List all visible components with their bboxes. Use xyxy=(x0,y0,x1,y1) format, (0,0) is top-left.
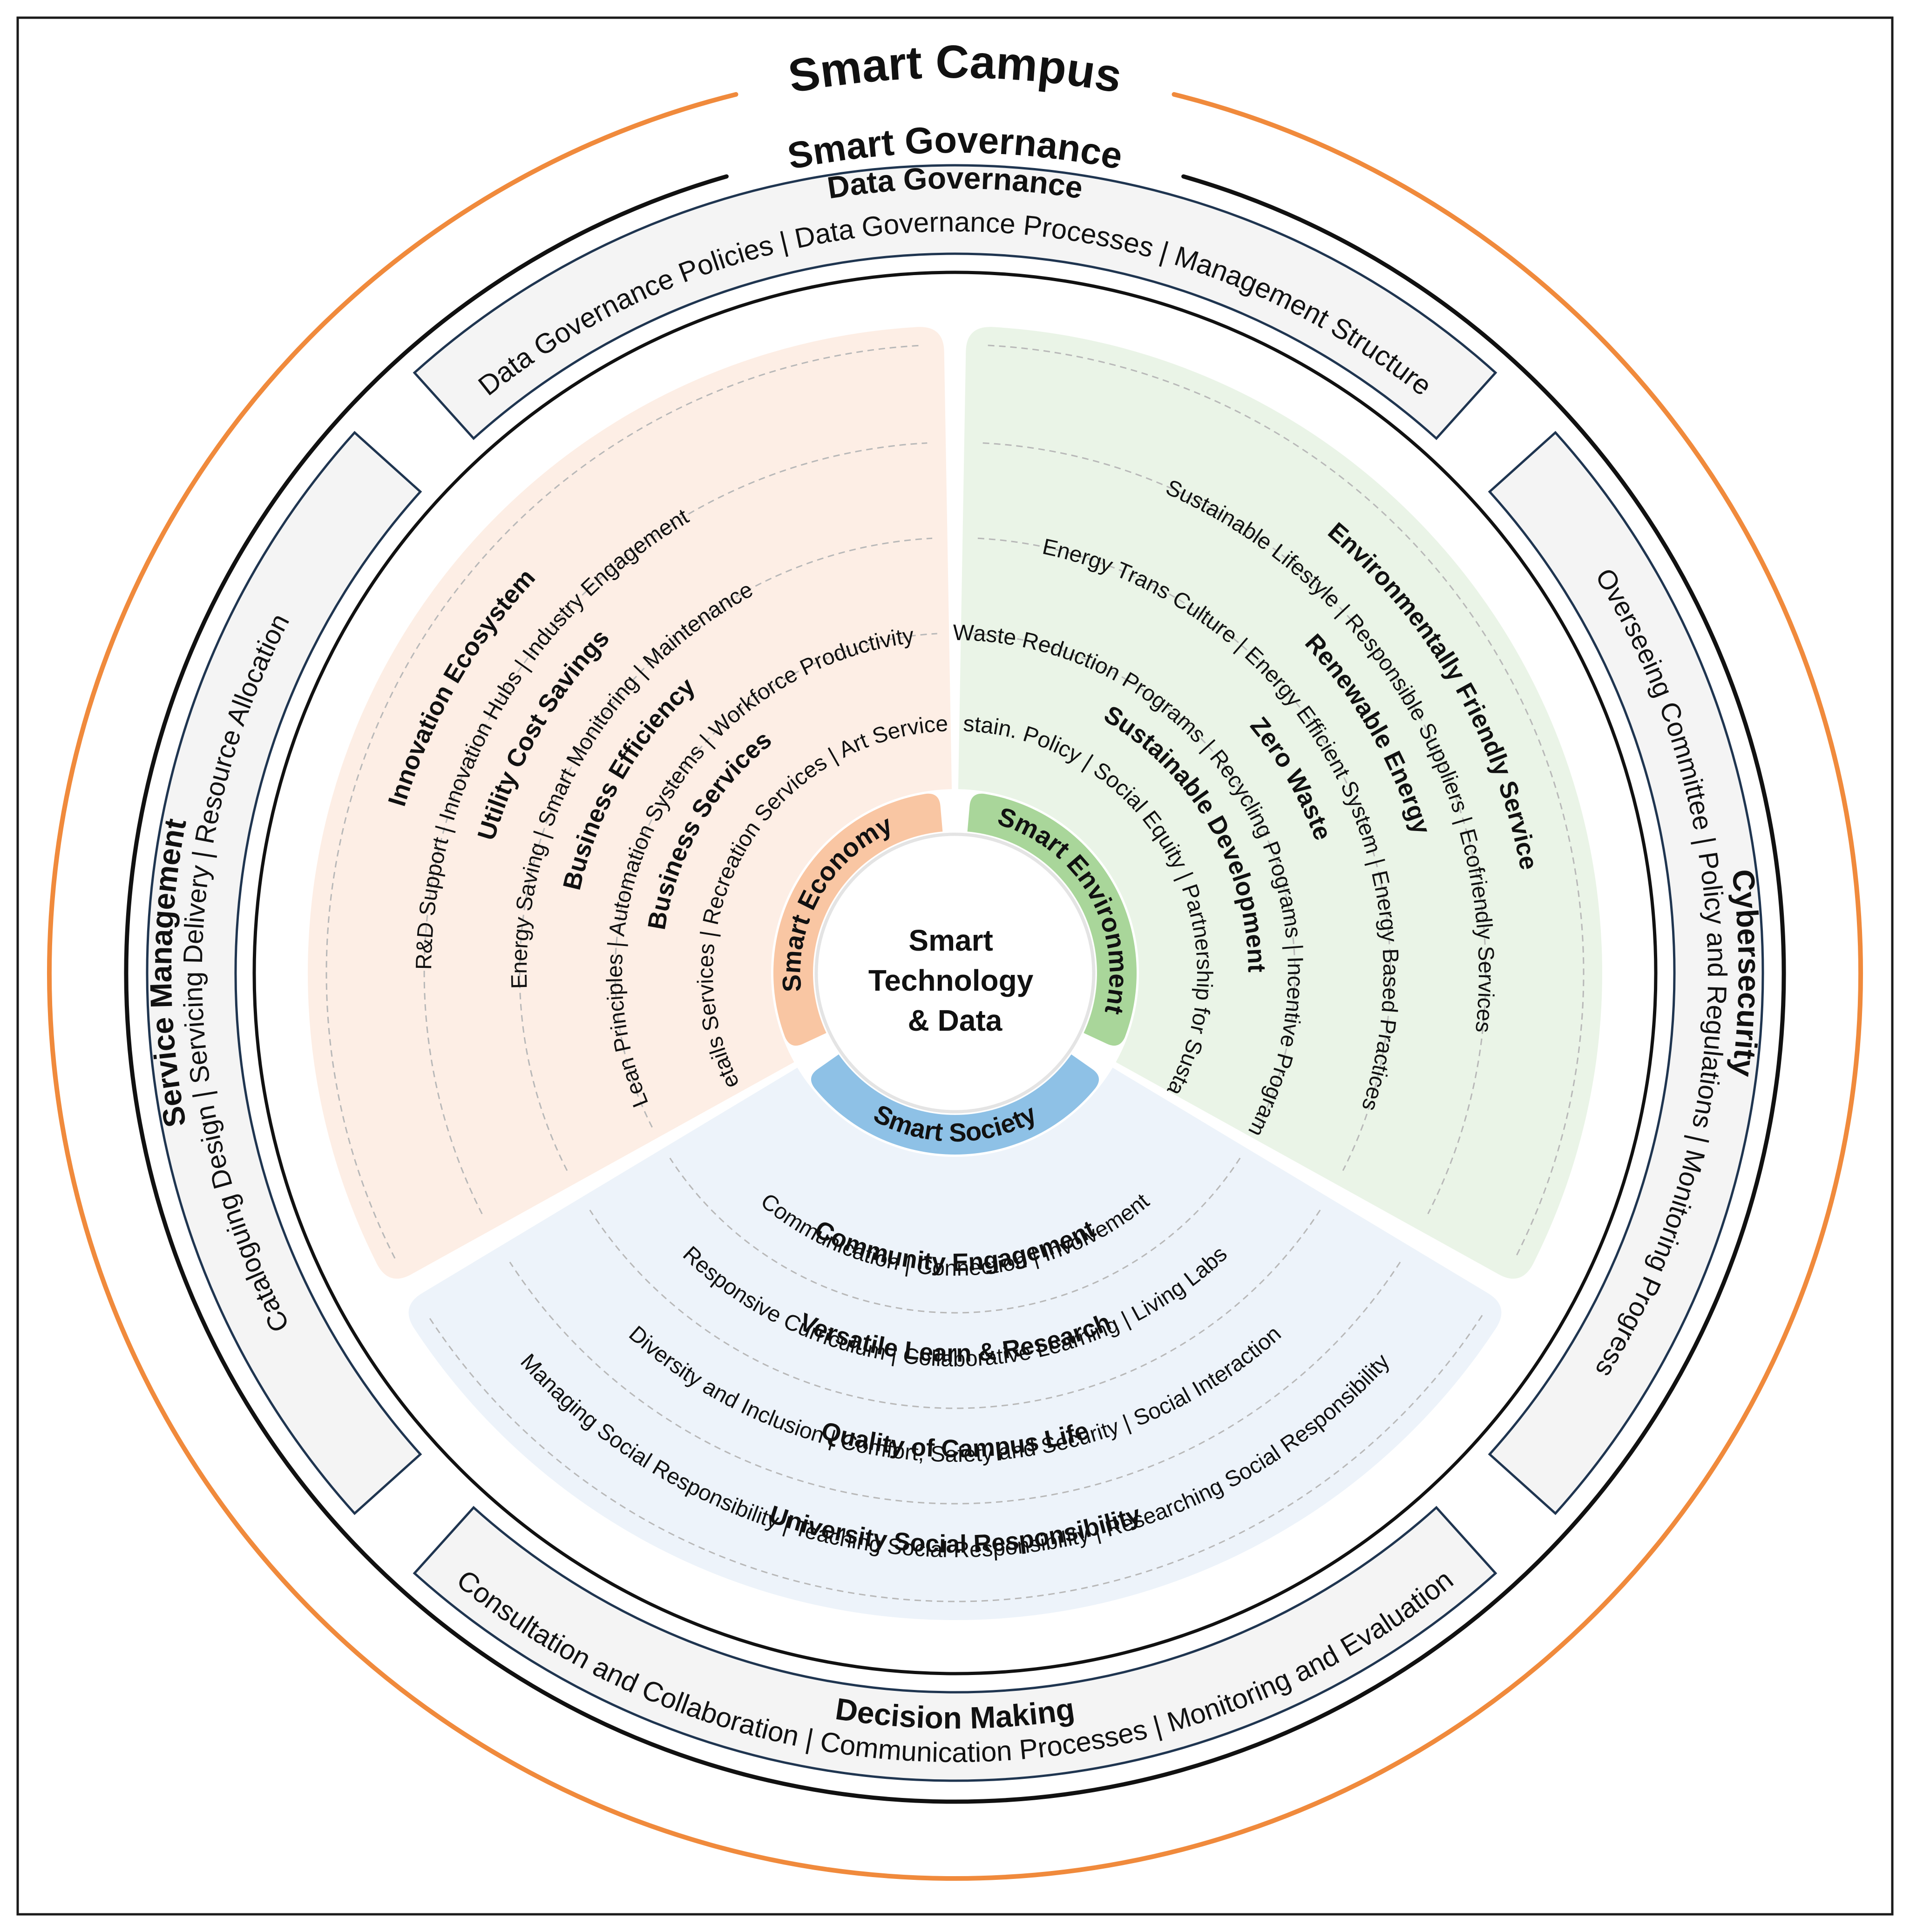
ring-divider xyxy=(973,633,1296,1128)
ring-divider xyxy=(427,1315,1483,1602)
ring-divider xyxy=(519,537,933,1171)
panel-decision-making-shape xyxy=(413,1506,1497,1782)
ring-divider xyxy=(509,1262,1401,1505)
separator: | xyxy=(1281,937,1307,958)
ring-divider xyxy=(325,345,922,1259)
separator: | xyxy=(897,1251,919,1278)
ring-divider xyxy=(982,442,1487,1215)
separator: | xyxy=(1689,827,1722,854)
panel-cybersecurity-shape xyxy=(1488,431,1764,1515)
cybersecurity-title-text: Cybersecurity xyxy=(1726,867,1767,1079)
center-disc xyxy=(814,832,1096,1114)
separator: | xyxy=(603,935,629,954)
ring-divider xyxy=(589,1209,1321,1409)
pillar-environment-sector xyxy=(958,327,1602,1279)
ring-divider xyxy=(614,633,937,1128)
smart-campus-ring xyxy=(47,92,1863,1881)
ring-divider xyxy=(988,345,1585,1259)
pillar-economy-sector xyxy=(308,327,952,1279)
separator: | xyxy=(695,923,723,945)
center-line-1: Smart xyxy=(908,924,993,957)
inner-boundary-ring xyxy=(252,270,1658,1675)
hub-society-shape xyxy=(811,1054,1099,1155)
hub-society: Smart Society xyxy=(811,1054,1099,1155)
separator: | xyxy=(186,841,219,867)
separator: | xyxy=(883,1341,905,1368)
center-label: Smart Technology & Data xyxy=(868,924,1042,1037)
center-line-2: Technology xyxy=(868,964,1034,997)
smart-governance-ring xyxy=(124,174,1786,1804)
pillar-society-sector xyxy=(408,1067,1502,1621)
center-line-3: & Data xyxy=(908,1004,1002,1037)
panel-service-management-shape xyxy=(146,431,422,1515)
ring-divider xyxy=(977,537,1391,1171)
ring-divider xyxy=(669,1157,1241,1314)
hub-economy-shape xyxy=(773,793,943,1046)
separator: | xyxy=(186,1081,220,1108)
ring-divider xyxy=(423,442,928,1215)
panel-data-governance-shape xyxy=(413,164,1497,440)
cybersecurity-title: Cybersecurity xyxy=(1726,867,1767,1079)
hub-environment-shape xyxy=(967,793,1137,1046)
